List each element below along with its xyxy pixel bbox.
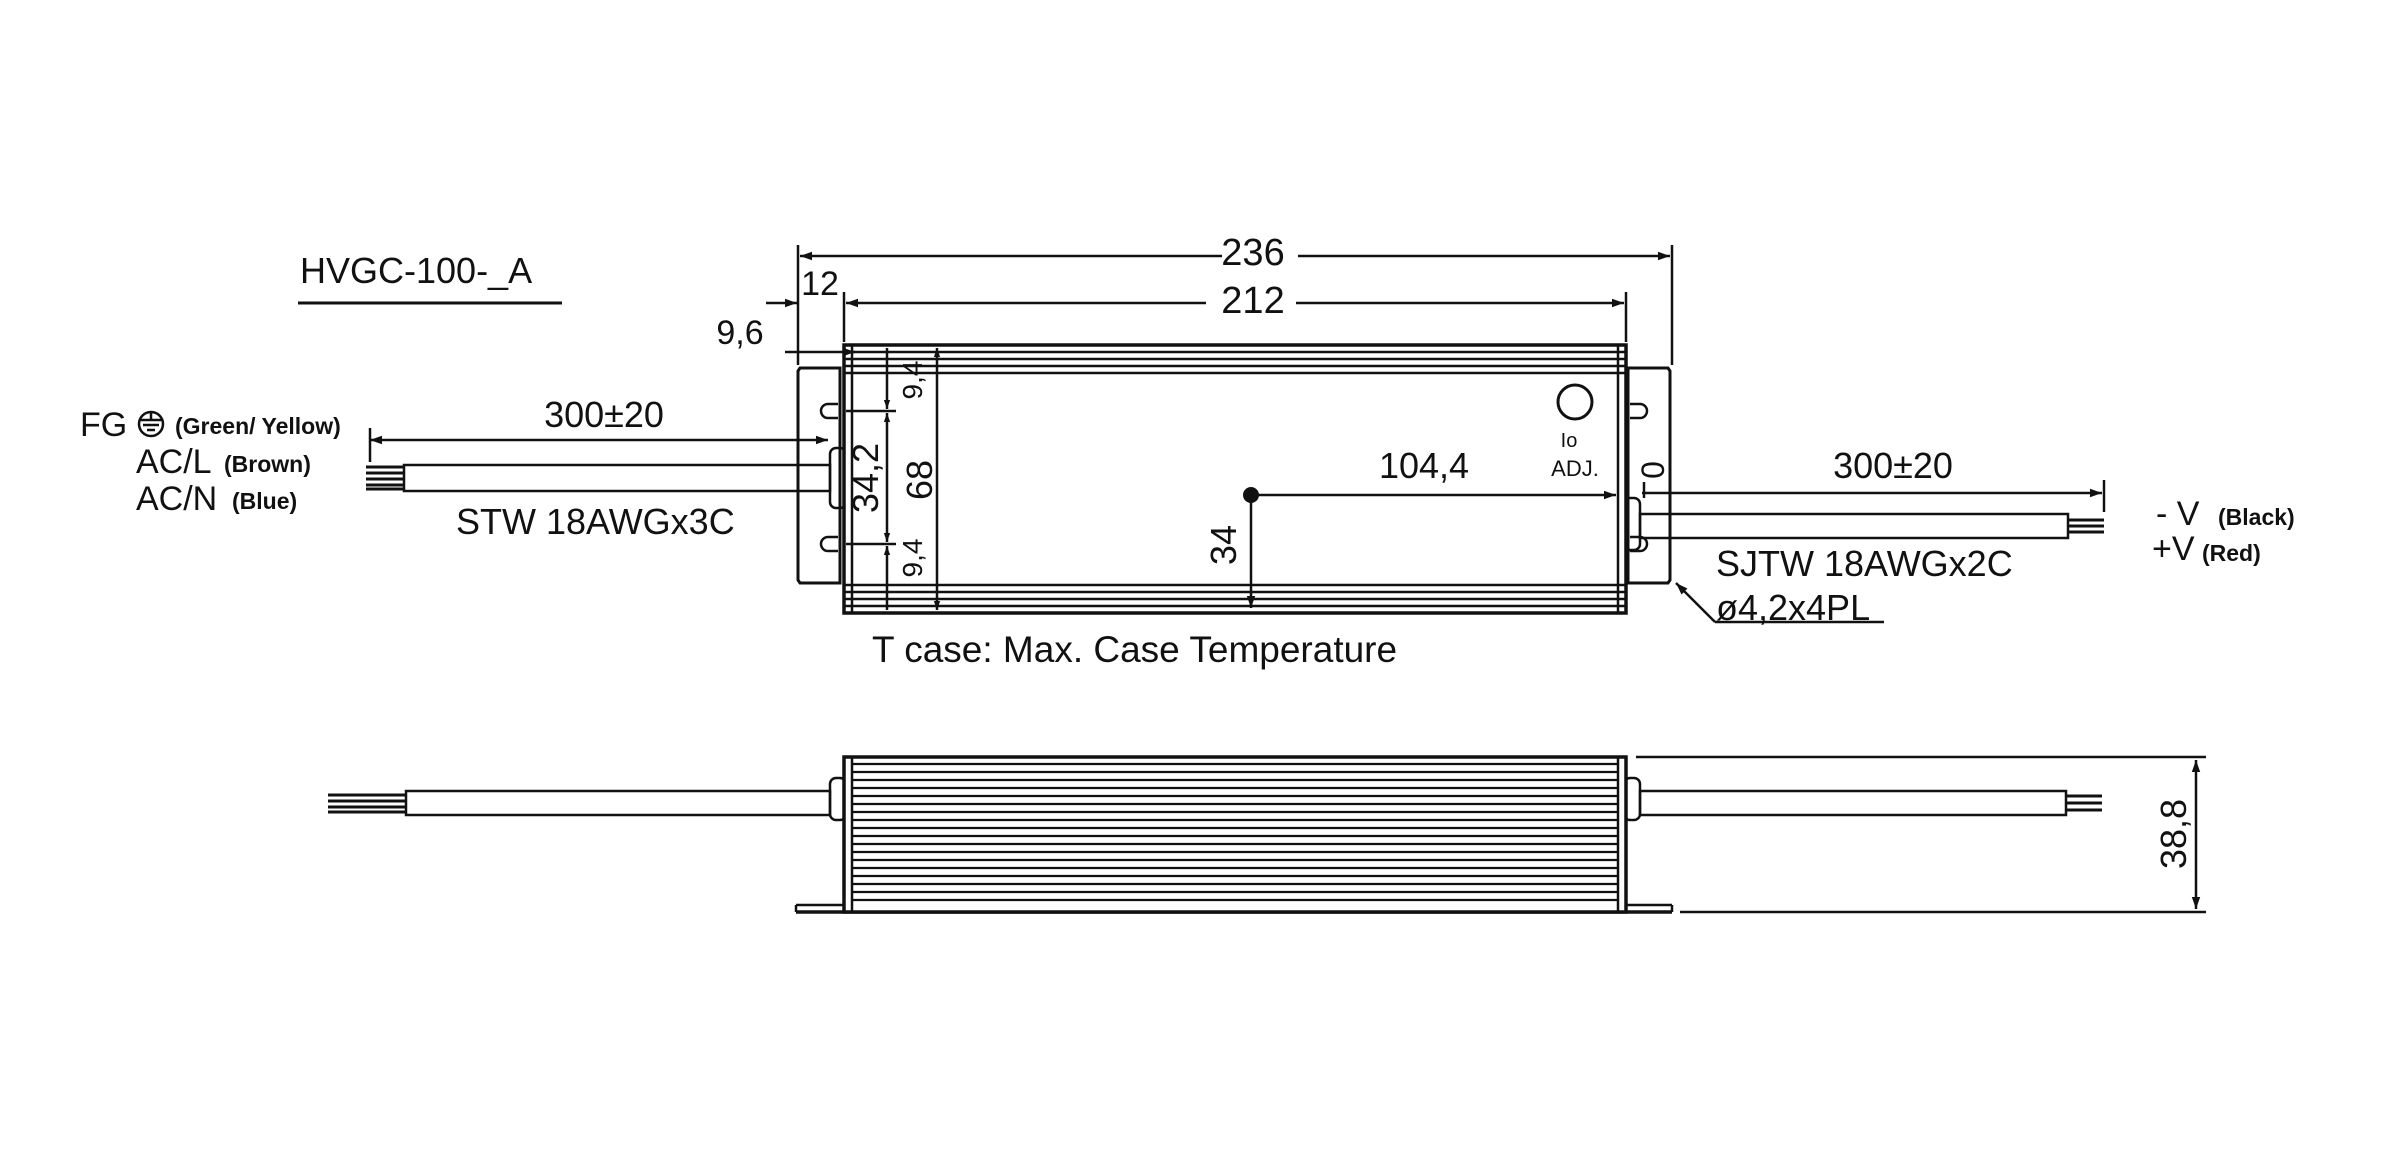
fg-label: FG <box>80 406 127 444</box>
pos-color-label: (Red) <box>2202 540 2261 566</box>
dim-body-length: 212 <box>1221 280 1284 322</box>
acl-label: AC/L <box>136 443 212 481</box>
output-cable-type: SJTW 18AWGx2C <box>1716 543 2013 584</box>
adj-label: ADJ. <box>1551 456 1599 481</box>
top-view: Io ADJ. <box>796 343 1672 615</box>
dim-total-length: 236 <box>1221 232 1284 274</box>
acl-color-label: (Brown) <box>224 451 311 477</box>
dimension-lines <box>368 245 2106 624</box>
dim-output-cable-length: 300±20 <box>1833 445 1953 486</box>
heatsink-edge-lines <box>844 345 1626 613</box>
dim-tcase-x: 104,4 <box>1379 445 1469 486</box>
dim-hole-margin-top: 9,4 <box>897 361 928 400</box>
pos-label: +V <box>2152 530 2195 568</box>
output-cable <box>1638 512 2104 540</box>
tcase-note: T case: Max. Case Temperature <box>872 629 1397 670</box>
acn-label: AC/N <box>136 480 217 518</box>
neg-label: - V <box>2156 495 2200 533</box>
input-cable-type: STW 18AWGx3C <box>456 501 735 542</box>
dim-input-cable-length: 300±20 <box>544 394 664 435</box>
dim-flange-offset: 12 <box>801 265 839 303</box>
left-flange <box>796 366 842 585</box>
dim-mount-spacing: 34,2 <box>845 443 886 513</box>
dim-tcase-y: 34 <box>1203 525 1244 565</box>
dim-body-width: 68 <box>899 460 940 500</box>
dim-height: 38,8 <box>2153 799 2194 869</box>
side-body <box>842 755 1628 914</box>
mounting-holes-label: ø4,2x4PL <box>1716 587 1870 628</box>
main-body <box>842 343 1628 615</box>
fg-color-label: (Green/ Yellow) <box>175 413 341 439</box>
dim-hole-offset: 9,6 <box>716 314 763 352</box>
ground-icon <box>137 410 165 438</box>
neg-color-label: (Black) <box>2218 504 2295 530</box>
io-adjust-icon <box>1556 383 1594 421</box>
heatsink-fins <box>852 762 1618 902</box>
acn-color-label: (Blue) <box>232 488 297 514</box>
io-label: Io <box>1561 430 1578 452</box>
right-flange <box>1626 366 1672 585</box>
dim-hole-margin-bottom: 9,4 <box>897 539 928 578</box>
height-dimension <box>1636 755 2206 914</box>
side-view <box>328 755 2102 914</box>
input-cable <box>366 463 832 493</box>
model-title: HVGC-100-_A <box>300 250 532 291</box>
dim-tcase-zero: 0 <box>1635 461 1671 479</box>
